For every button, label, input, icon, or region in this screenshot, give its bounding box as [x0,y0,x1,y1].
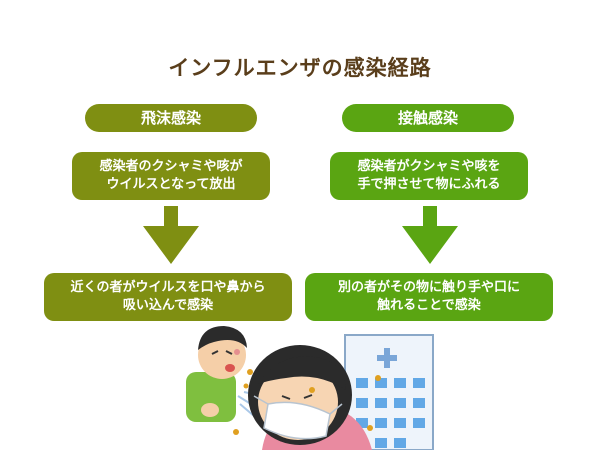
heading-droplet-infection: 飛沫感染 [85,104,257,132]
right-step2-text: 別の者がその物に触り手や口に 触れることで感染 [337,280,520,313]
heading-contact-infection: 接触感染 [342,104,514,132]
masked-woman-icon [233,345,381,450]
hospital-icon [344,334,434,450]
sneezing-boy-icon [186,326,265,422]
right-down-arrow-icon [402,206,458,264]
right-step2-box: 別の者がその物に触り手や口に 触れることで感染 [305,273,553,321]
left-step2-box: 近くの者がウイルスを口や鼻から 吸い込んで感染 [44,273,292,321]
left-step1-text: 感染者のクシャミや咳が ウイルスとなって放出 [99,159,243,192]
left-step1-box: 感染者のクシャミや咳が ウイルスとなって放出 [72,152,270,200]
right-step1-box: 感染者がクシャミや咳を 手で押させて物にふれる [330,152,528,200]
right-step1-text: 感染者がクシャミや咳を 手で押させて物にふれる [357,159,501,192]
left-step2-text: 近くの者がウイルスを口や鼻から 吸い込んで感染 [70,280,266,313]
left-down-arrow-icon [143,206,199,264]
page-title: インフルエンザの感染経路 [168,56,432,80]
